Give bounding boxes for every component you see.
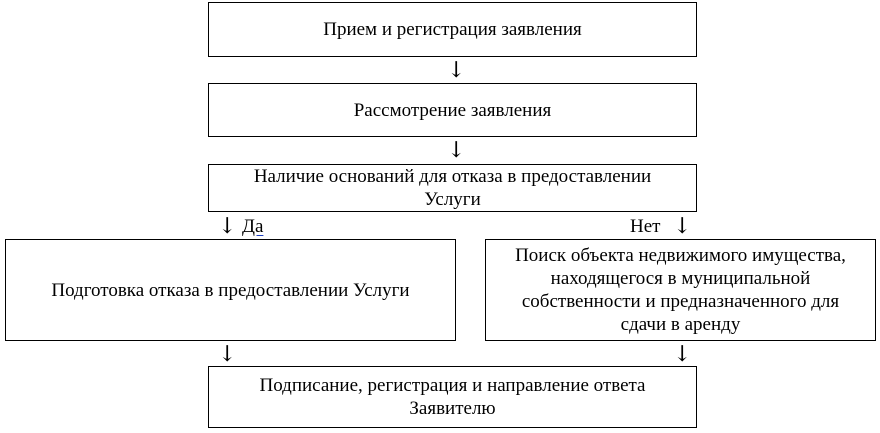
arrow-down-icon: ↓ [218,342,237,367]
node-review-application: Рассмотрение заявления [208,83,697,137]
branch-yes-label: Да [242,216,264,237]
arrow-down-icon: ↓ [673,342,692,367]
node-sign-and-send: Подписание, регистрация и направление от… [208,366,697,428]
arrow-down-icon: ↓ [218,214,237,239]
node-refusal-grounds: Наличие оснований для отказа в предостав… [208,164,697,212]
node-receive-application: Прием и регистрация заявления [208,2,697,57]
arrow-down-icon: ↓ [673,214,692,239]
arrow-down-icon: ↓ [447,58,466,83]
node-search-property: Поиск объекта недвижимого имущества, нах… [485,239,876,341]
node-receive-application-text: Прием и регистрация заявления [323,19,582,40]
node-sign-and-send-text: Подписание, регистрация и направление от… [259,375,646,419]
node-prepare-refusal: Подготовка отказа в предоставлении Услуг… [5,239,456,341]
node-review-application-text: Рассмотрение заявления [353,99,552,121]
branch-no-label: Нет [630,216,661,237]
arrow-down-icon: ↓ [447,138,466,163]
node-refusal-grounds-text: Наличие оснований для отказа в предостав… [253,166,652,210]
node-prepare-refusal-text: Подготовка отказа в предоставлении Услуг… [51,279,410,301]
node-search-property-text: Поиск объекта недвижимого имущества, нах… [515,245,846,335]
